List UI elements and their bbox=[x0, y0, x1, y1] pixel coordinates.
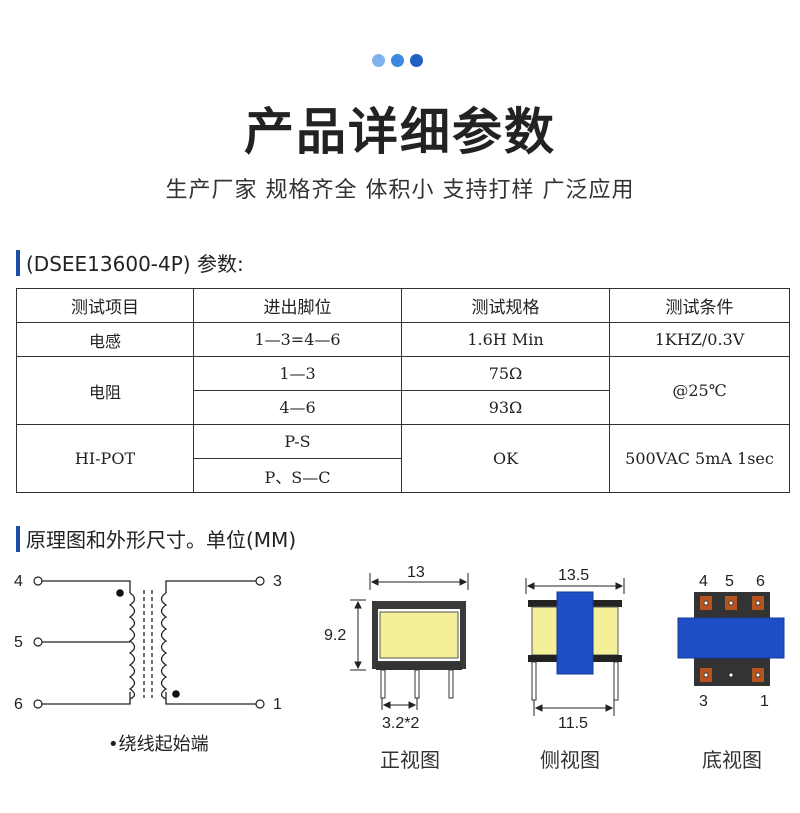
bottom-view-drawing: 4 5 6 3 1 bbox=[677, 573, 785, 710]
section-accent-bar bbox=[16, 525, 20, 552]
front-width-label: 13 bbox=[407, 564, 425, 581]
pin-1-label: 1 bbox=[273, 696, 282, 713]
dot-medium bbox=[391, 54, 404, 67]
front-bobbin bbox=[379, 611, 459, 659]
header-spec: 测试规格 bbox=[401, 288, 610, 323]
cell-inductance-item: 电感 bbox=[16, 322, 194, 357]
pin-3-label: 3 bbox=[273, 573, 282, 590]
page-subtitle: 生产厂家 规格齐全 体积小 支持打样 广泛应用 bbox=[165, 178, 635, 203]
front-base bbox=[376, 663, 462, 670]
table-row-hipot-1: HI-POT P-S OK 500VAC 5mA 1sec bbox=[16, 424, 790, 493]
section-heading-label: 原理图和外形尺寸。单位(MM) bbox=[26, 528, 297, 552]
header-test-item: 测试项目 bbox=[16, 288, 194, 323]
front-view-drawing: 13 9.2 3.2*2 bbox=[324, 564, 469, 732]
side-view-dimensions bbox=[525, 578, 625, 716]
schematic-wires bbox=[42, 580, 256, 705]
header-pins: 进出脚位 bbox=[193, 288, 402, 323]
cell-hipot-spec: OK bbox=[401, 424, 610, 493]
section-accent-bar bbox=[16, 249, 20, 276]
bottom-pin-6-label: 6 bbox=[756, 573, 765, 590]
section-heading-label: (DSEE13600-4P) 参数: bbox=[26, 252, 244, 276]
parameter-table: 测试项目 进出脚位 测试规格 测试条件 电感 1—3=4—6 1.6H Min … bbox=[16, 288, 790, 493]
cell-resistance-condition: @25℃ bbox=[609, 356, 790, 425]
table-row-resistance-2: 4—6 93Ω bbox=[17, 390, 790, 425]
cell-resistance-spec-1: 75Ω bbox=[401, 356, 610, 391]
side-core bbox=[556, 591, 594, 675]
start-dot-primary bbox=[116, 589, 124, 597]
front-pins bbox=[380, 669, 454, 699]
side-view-drawing: 13.5 11.5 bbox=[525, 567, 625, 732]
table-header-row: 测试项目 进出脚位 测试规格 测试条件 bbox=[16, 288, 790, 323]
cell-resistance-spec-2: 93Ω bbox=[401, 390, 610, 425]
core-lines bbox=[143, 590, 153, 698]
section-heading-dimensions: 原理图和外形尺寸。单位(MM) bbox=[16, 524, 296, 553]
bottom-pin-3-label: 3 bbox=[699, 693, 708, 710]
bottom-core bbox=[677, 617, 785, 659]
bottom-view-caption: 底视图 bbox=[702, 748, 762, 772]
side-pins bbox=[531, 661, 619, 701]
cell-hipot-pins-2: P、S—C bbox=[193, 458, 402, 493]
cell-inductance-condition: 1KHZ/0.3V bbox=[609, 322, 790, 357]
cell-inductance-pins: 1—3=4—6 bbox=[193, 322, 402, 357]
front-height-label: 9.2 bbox=[324, 627, 346, 644]
cell-hipot-condition: 500VAC 5mA 1sec bbox=[609, 424, 790, 493]
front-view-dimensions bbox=[350, 573, 469, 710]
transformer-schematic: 4 5 6 3 1 •绕线起始端 bbox=[14, 573, 282, 755]
page-title: 产品详细参数 bbox=[244, 103, 556, 161]
dot-dark bbox=[410, 54, 423, 67]
pin-5-label: 5 bbox=[14, 634, 23, 651]
bottom-pin-1-label: 1 bbox=[760, 693, 769, 710]
table-row-hipot-2: P、S—C bbox=[17, 458, 790, 493]
table-row-resistance-1: 电阻 1—3 75Ω @25℃ bbox=[16, 356, 790, 425]
table-row-inductance: 电感 1—3=4—6 1.6H Min 1KHZ/0.3V bbox=[16, 322, 790, 357]
winding-start-legend: •绕线起始端 bbox=[108, 734, 209, 755]
pin-4-label: 4 bbox=[14, 573, 23, 590]
cell-hipot-pins-1: P-S bbox=[193, 424, 402, 459]
cell-inductance-spec: 1.6H Min bbox=[401, 322, 610, 357]
bottom-pin-dots bbox=[703, 600, 761, 678]
bottom-pin-5-label: 5 bbox=[725, 573, 734, 590]
side-top-width-label: 13.5 bbox=[558, 567, 589, 584]
cell-hipot-item: HI-POT bbox=[16, 424, 194, 493]
start-dot-secondary bbox=[172, 690, 180, 698]
side-view-caption: 侧视图 bbox=[540, 748, 600, 772]
front-pitch-label: 3.2*2 bbox=[382, 715, 419, 732]
section-heading-params: (DSEE13600-4P) 参数: bbox=[16, 248, 244, 277]
pin-6-label: 6 bbox=[14, 696, 23, 713]
cell-resistance-pins-1: 1—3 bbox=[193, 356, 402, 391]
side-bottom-width-label: 11.5 bbox=[558, 715, 588, 732]
cell-resistance-pins-2: 4—6 bbox=[193, 390, 402, 425]
front-view-caption: 正视图 bbox=[380, 748, 440, 772]
cell-resistance-item: 电阻 bbox=[16, 356, 194, 425]
bottom-pin-4-label: 4 bbox=[699, 573, 708, 590]
decorative-dots bbox=[372, 54, 423, 67]
dot-light bbox=[372, 54, 385, 67]
header-condition: 测试条件 bbox=[609, 288, 790, 323]
